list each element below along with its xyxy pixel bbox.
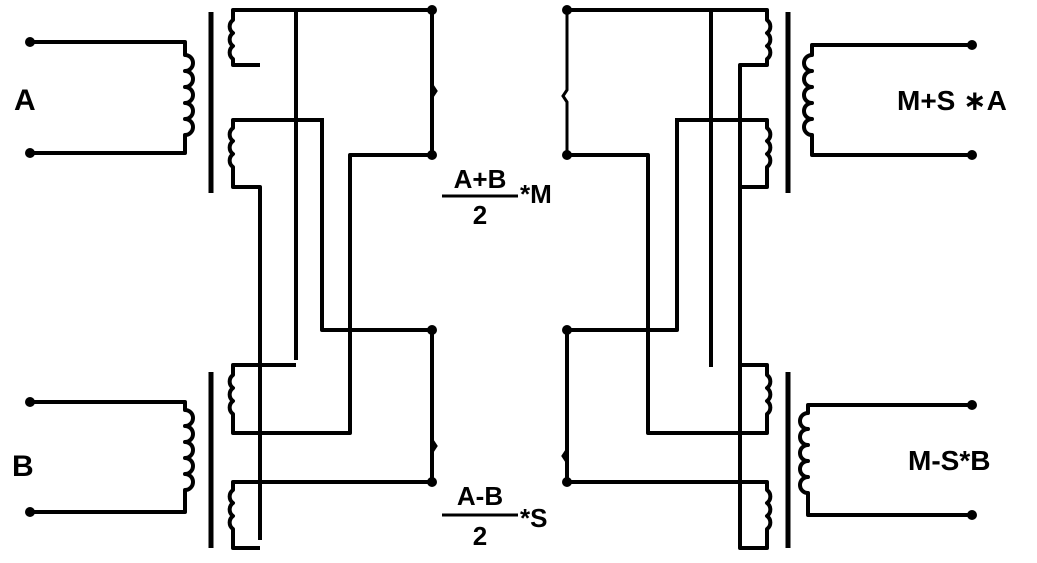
secondary-bottom-winding [798, 403, 972, 517]
label-input-b: B [12, 450, 34, 483]
terminal-mid-left-4 [427, 477, 437, 487]
primary-bottom-lower-winding [567, 187, 773, 550]
label-mid-top-suffix: *M [520, 179, 552, 209]
label-mid-bottom-numerator: A-B [457, 481, 503, 511]
transformer-output-top [567, 8, 972, 365]
label-output-top: M+S ∗A [897, 85, 1007, 116]
terminal-b-top [25, 397, 35, 407]
left-cross-wire-1 [320, 118, 434, 332]
secondary-b-upper-winding [227, 153, 432, 435]
terminal-b-bottom [25, 507, 35, 517]
label-mid-top-denominator: 2 [473, 200, 487, 230]
label-mid-bottom: A-B 2 *S [442, 481, 547, 551]
terminal-out-top-1 [967, 40, 977, 50]
terminal-mid-right-4 [562, 477, 572, 487]
brace-left-bottom [430, 333, 438, 480]
terminal-mid-right-1 [562, 5, 572, 15]
primary-b-winding [30, 400, 195, 514]
label-mid-bottom-suffix: *S [520, 503, 547, 533]
secondary-a-upper-winding [227, 8, 298, 360]
terminal-mid-left-3 [427, 325, 437, 335]
label-output-bottom: M-S*B [908, 445, 990, 476]
transformer-b [30, 153, 432, 550]
terminal-out-top-2 [967, 150, 977, 160]
terminal-mid-right-3 [562, 325, 572, 335]
secondary-a-lower-winding [227, 118, 322, 540]
label-input-a: A [14, 84, 36, 117]
terminal-mid-left-1 [427, 5, 437, 15]
brace-right-top [561, 12, 569, 157]
transformer-output-bottom [567, 153, 972, 550]
label-mid-bottom-denominator: 2 [473, 521, 487, 551]
secondary-top-winding [802, 43, 972, 157]
brace-left-top [430, 12, 438, 152]
secondary-b-lower-winding [227, 480, 432, 550]
primary-top-lower-winding [677, 118, 773, 189]
terminal-out-bottom-2 [967, 510, 977, 520]
right-cross-wire-1 [565, 118, 679, 332]
transformer-a [30, 8, 322, 540]
terminal-out-bottom-1 [967, 400, 977, 410]
left-cross-wire-2 [294, 8, 434, 157]
primary-a-winding [30, 40, 195, 155]
terminal-a-bottom [25, 148, 35, 158]
primary-top-upper-winding [567, 8, 773, 365]
terminal-mid-right-2 [562, 150, 572, 160]
label-mid-top-numerator: A+B [454, 164, 507, 194]
label-mid-top: A+B 2 *M [442, 164, 552, 230]
terminal-mid-left-2 [427, 150, 437, 160]
primary-bottom-upper-winding [567, 153, 773, 435]
terminal-a-top [25, 37, 35, 47]
terminal-dots [25, 5, 977, 520]
